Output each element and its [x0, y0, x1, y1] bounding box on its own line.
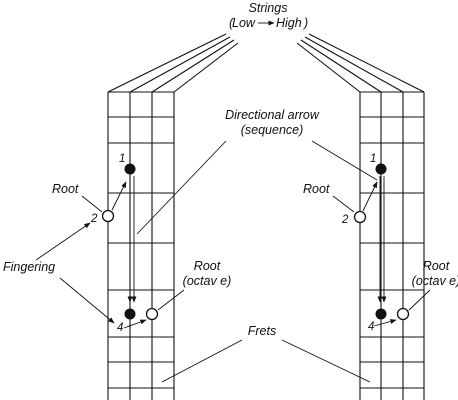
directional-arrow-pointer-left — [136, 140, 227, 235]
directional-arrow-label: Directional arrow — [225, 108, 320, 122]
frets-label: Frets — [248, 324, 276, 338]
right-arrow-2-to-1 — [362, 181, 378, 212]
strings-open-paren: ( — [229, 16, 235, 30]
left-note-finger-1 — [124, 163, 136, 175]
root-octave-pointer-right — [408, 289, 431, 311]
strings-close-paren: ) — [302, 16, 308, 30]
right-neck: 1 2 4 — [296, 33, 425, 400]
strings-title: Strings — [249, 1, 288, 15]
right-note-finger-1 — [375, 163, 387, 175]
directional-arrow-pointer-right — [311, 140, 378, 181]
left-neck: 1 2 4 — [90, 33, 239, 400]
frets-pointer-right — [281, 339, 371, 383]
right-string-1-fan — [296, 42, 361, 93]
root-octave-pointer-left — [157, 289, 185, 311]
left-note-finger-4 — [124, 308, 136, 320]
right-note-root-octave — [396, 307, 410, 321]
root-octave-right-label-2: (octav e) — [412, 274, 458, 288]
frets-pointer-left — [161, 339, 243, 383]
root-octave-left-label-1: Root — [194, 259, 221, 273]
strings-high-label: High — [276, 16, 302, 30]
fingering-pointer-to-4 — [59, 277, 115, 324]
left-string-2-fan — [129, 36, 231, 93]
left-note-root — [101, 209, 115, 223]
strings-low-label: Low — [232, 16, 256, 30]
left-arrow-2-to-1 — [111, 181, 127, 211]
left-finger-number-4: 4 — [117, 322, 123, 334]
sequence-label: (sequence) — [241, 123, 304, 137]
left-arrow-4-to-root — [123, 319, 147, 329]
root-pointer-left — [81, 195, 103, 213]
left-string-1-fan — [107, 33, 227, 93]
left-finger-number-1: 1 — [119, 153, 125, 165]
root-label-left: Root — [52, 182, 79, 196]
fingering-pointer-to-2 — [35, 222, 91, 261]
root-label-right: Root — [303, 182, 330, 196]
root-octave-left-label-2: (octav e) — [183, 274, 232, 288]
right-string-4-fan — [308, 33, 425, 93]
strings-header: Strings Low High ( ) — [229, 1, 308, 30]
root-octave-right-label-1: Root — [423, 259, 450, 273]
annotations: Directional arrow (sequence) Root Root F… — [3, 108, 458, 383]
right-note-finger-4 — [375, 308, 387, 320]
left-string-4-fan — [173, 42, 239, 93]
right-note-root — [353, 210, 367, 224]
right-string-2-fan — [300, 39, 382, 93]
right-string-3-fan — [304, 36, 404, 93]
left-string-3-fan — [151, 39, 235, 93]
right-arrow-4-to-root — [373, 319, 397, 327]
left-note-root-octave — [145, 307, 159, 321]
right-finger-number-2: 2 — [341, 214, 349, 226]
root-pointer-right — [332, 195, 355, 213]
right-finger-number-1: 1 — [370, 153, 376, 165]
fingering-label: Fingering — [3, 260, 55, 274]
right-finger-number-4: 4 — [368, 321, 374, 333]
left-finger-number-2: 2 — [90, 213, 98, 225]
